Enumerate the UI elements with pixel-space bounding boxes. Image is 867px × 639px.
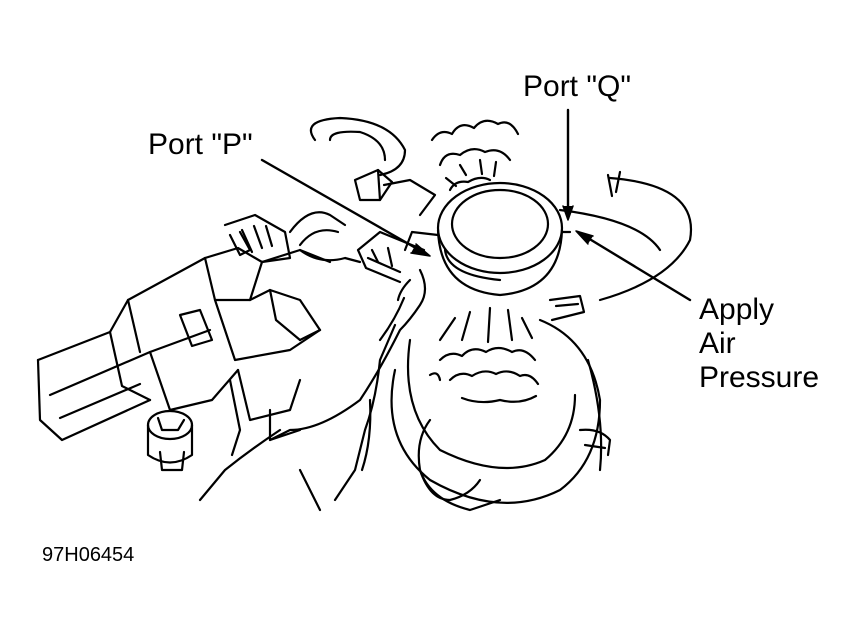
port-p-leader: [262, 160, 428, 255]
figure-id: 97H06454: [42, 544, 135, 566]
valve-clamp: [358, 232, 584, 320]
apply-air-pressure-label: Apply Air Pressure: [699, 293, 819, 395]
engine-bracket: [38, 248, 330, 470]
apply-air-line-2: Air: [699, 327, 736, 360]
diaphragm-housing: [392, 320, 610, 503]
hose-connector: [225, 118, 435, 262]
vacuum-valve-body: [405, 183, 570, 295]
air-puffs-top: [432, 121, 518, 190]
port-p-label: Port "P": [148, 128, 253, 161]
leader-lines: [262, 110, 690, 300]
hands: [200, 270, 500, 510]
air-puffs-bottom: [430, 308, 538, 402]
apply-air-leader: [578, 232, 690, 300]
port-q-label: Port "Q": [523, 70, 631, 103]
apply-air-line-1: Apply: [699, 293, 775, 326]
hose-right: [560, 172, 691, 300]
apply-air-line-3: Pressure: [699, 361, 820, 394]
